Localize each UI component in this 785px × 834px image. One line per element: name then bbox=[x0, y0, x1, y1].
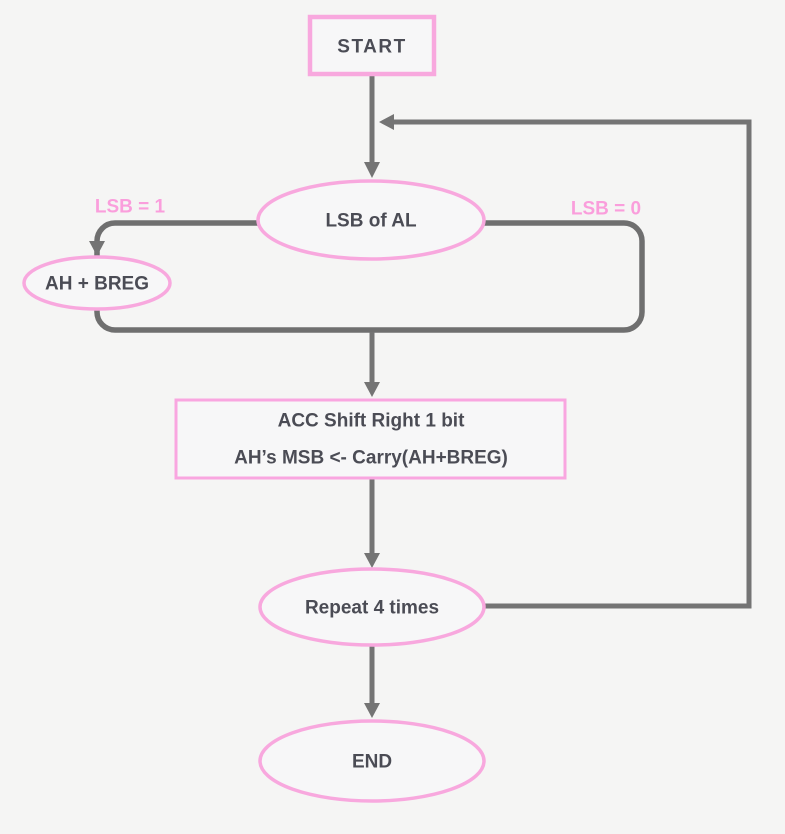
edge-loop-back bbox=[390, 119, 752, 609]
arrowhead-into-lsb-icon bbox=[364, 162, 380, 178]
start-node-shape bbox=[307, 14, 437, 77]
acc-node-label-line1: ACC Shift Right 1 bit bbox=[278, 411, 465, 432]
arrowhead-loop-return-icon bbox=[379, 114, 394, 130]
repeat-node-label: Repeat 4 times bbox=[305, 598, 439, 619]
ah-breg-node-label: AH + BREG bbox=[45, 274, 149, 295]
acc-node-label-line2: AH’s MSB <- Carry(AH+BREG) bbox=[234, 448, 508, 469]
repeat-node-shape bbox=[258, 567, 486, 647]
lsb-of-al-node-shape bbox=[256, 179, 486, 261]
lsb-of-al-node-label: LSB of AL bbox=[325, 211, 417, 232]
start-node-label: START bbox=[337, 37, 406, 58]
acc-node-shape bbox=[174, 398, 567, 480]
arrowhead-into-ah-breg-icon bbox=[89, 241, 105, 256]
end-node-label: END bbox=[352, 752, 392, 773]
end-node-shape bbox=[258, 719, 486, 803]
ah-breg-node-shape bbox=[22, 255, 172, 311]
edge-label-lsb-eq-0: LSB = 0 bbox=[571, 199, 641, 220]
arrowhead-into-end-icon bbox=[364, 703, 380, 718]
arrowhead-into-acc-icon bbox=[364, 382, 380, 397]
edge-label-lsb-eq-1: LSB = 1 bbox=[95, 197, 166, 218]
arrowhead-into-repeat-icon bbox=[364, 553, 380, 568]
